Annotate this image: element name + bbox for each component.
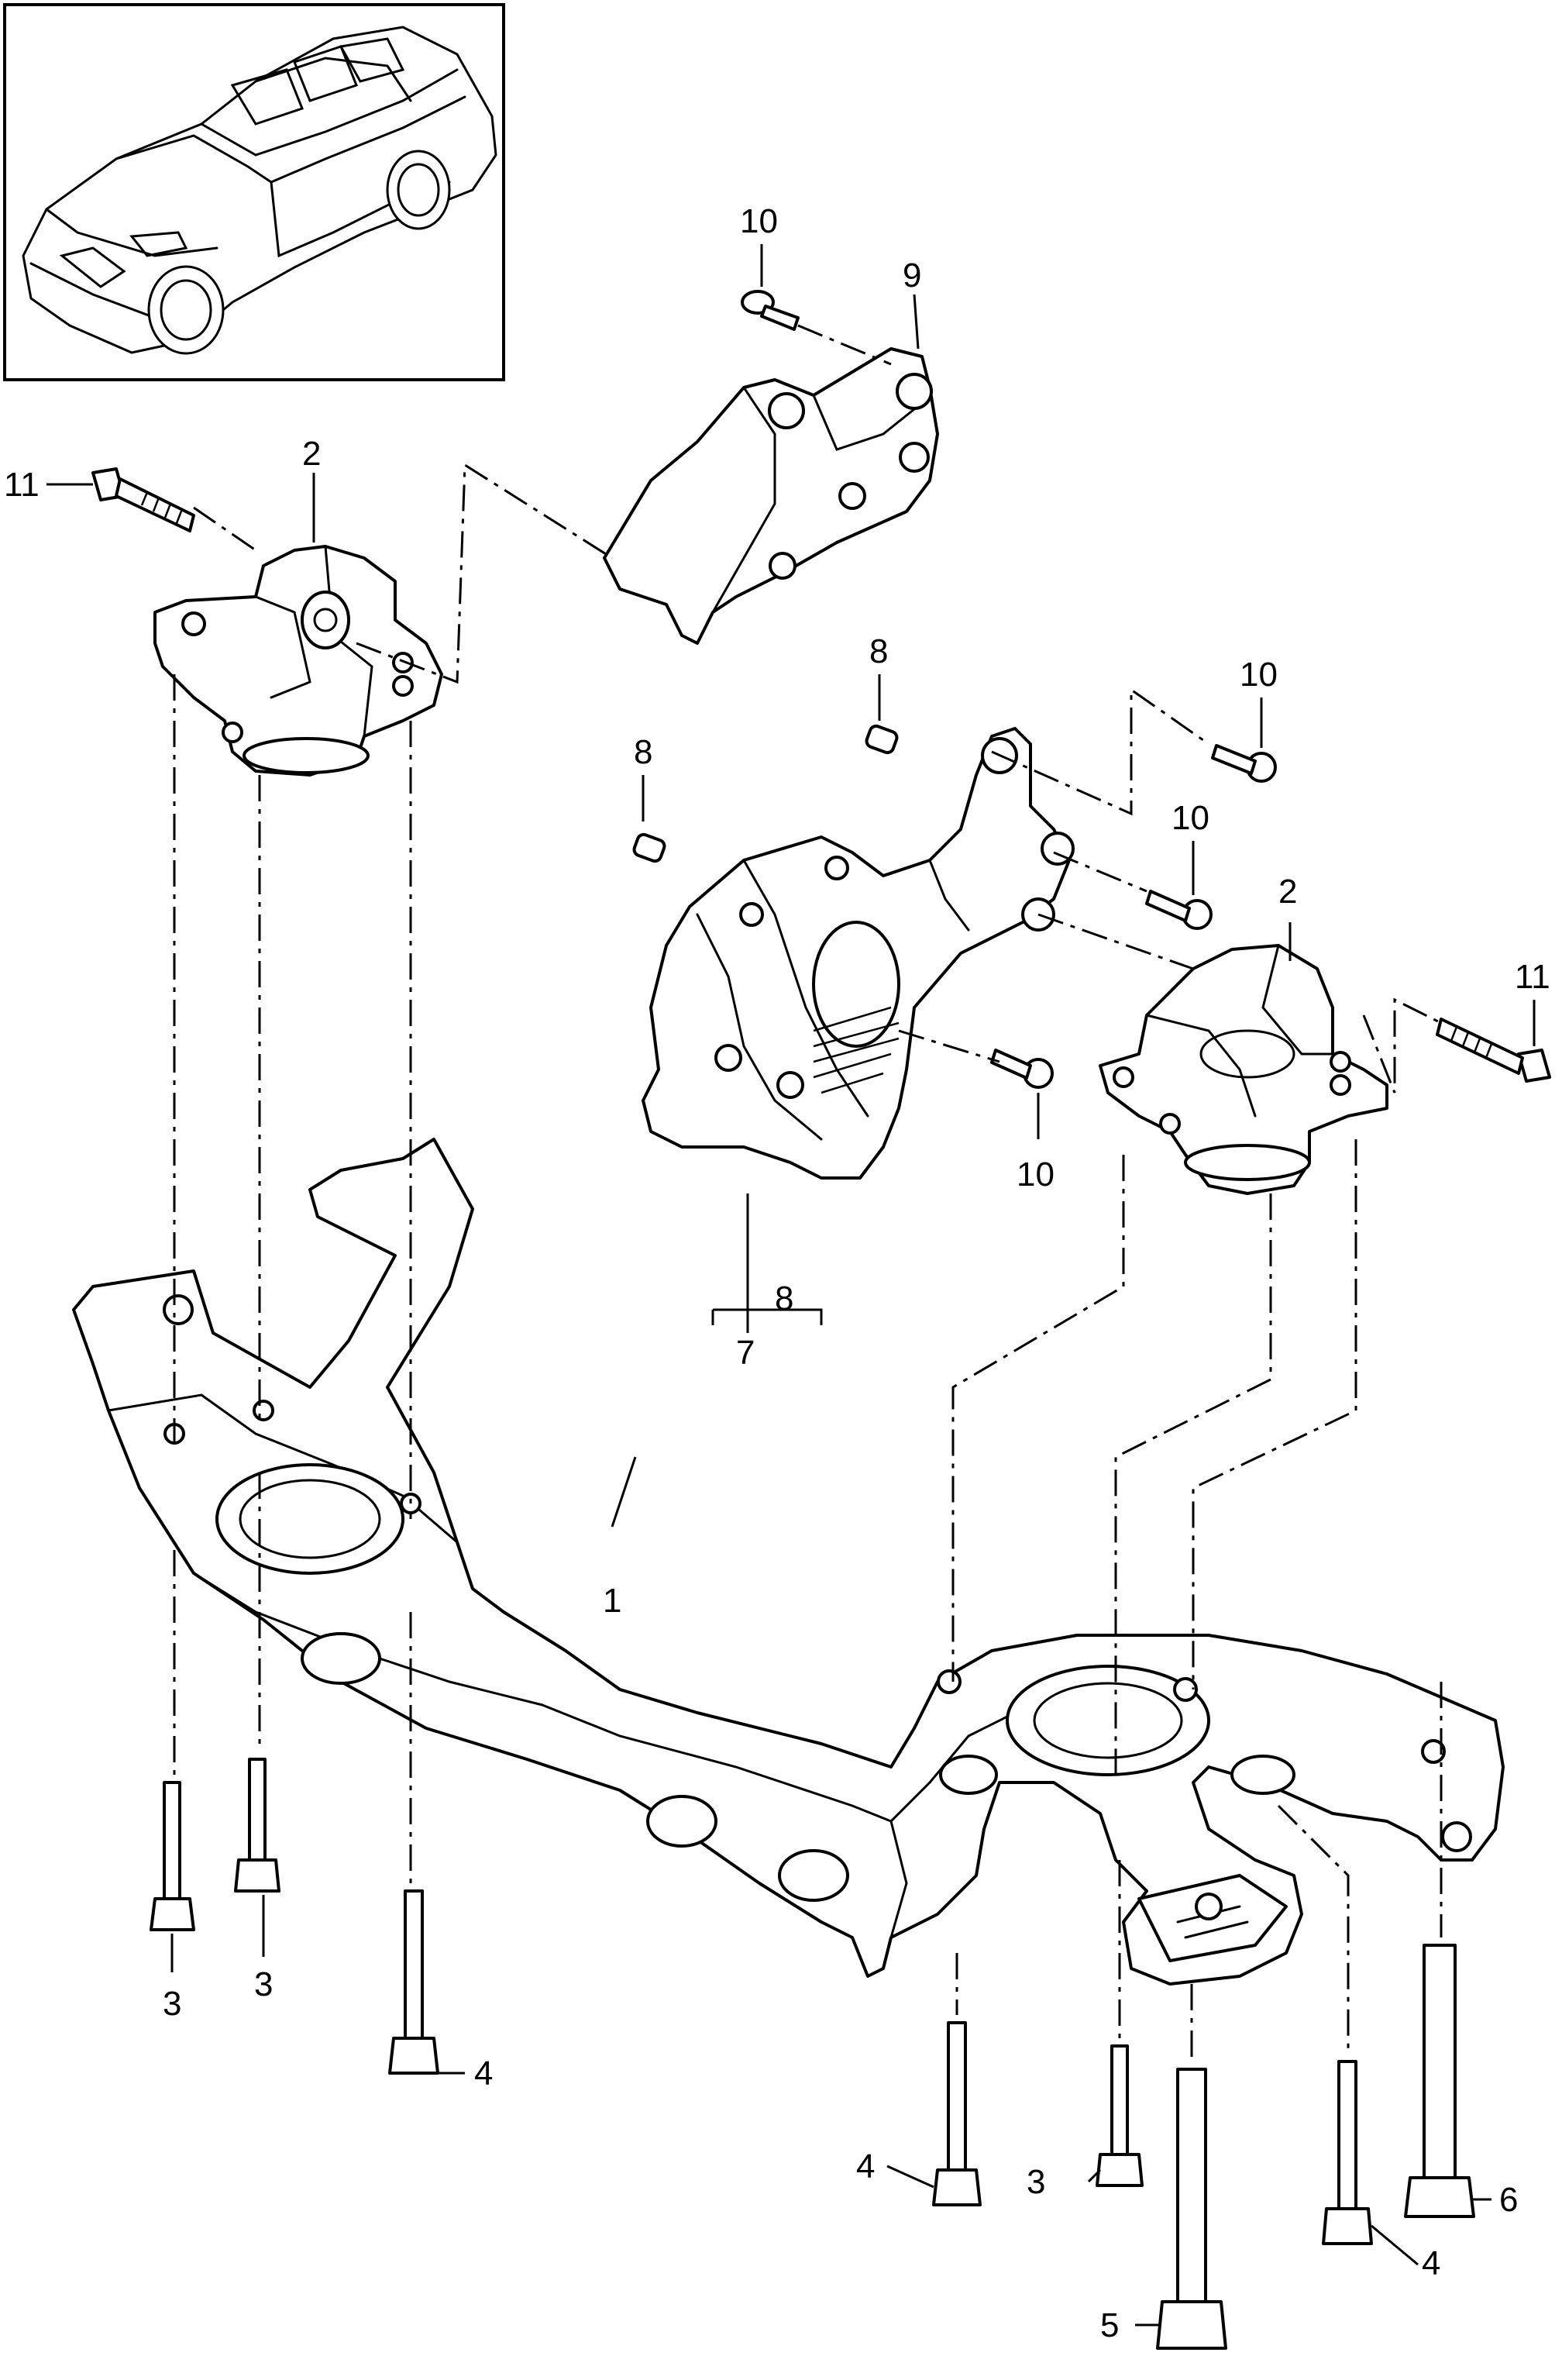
bolt-part-5 — [1156, 2068, 1227, 2350]
bolt-part-3-right — [1096, 2044, 1144, 2187]
engine-mount-right-part-2 — [1099, 944, 1388, 1195]
callout-11-left: 11 — [4, 466, 40, 504]
callout-11-right: 11 — [1515, 958, 1550, 996]
callout-10-right-upper: 10 — [1240, 656, 1278, 694]
callout-8-bracket: 8 — [775, 1280, 793, 1317]
callout-3-left: 3 — [163, 1985, 181, 2023]
sleeve-part-8-b — [865, 724, 899, 755]
bolt-part-11-right — [1436, 1018, 1551, 1083]
callout-4-left: 4 — [474, 2055, 493, 2092]
bolt-part-11-left — [91, 467, 195, 532]
bracket-part-9 — [603, 347, 939, 645]
engine-mount-left-part-2 — [153, 545, 443, 777]
bolt-part-10-mid-a — [1211, 744, 1277, 783]
callout-5: 5 — [1100, 2306, 1119, 2344]
bolt-part-4-center — [932, 2021, 982, 2206]
callout-2-right: 2 — [1278, 873, 1297, 911]
callout-4-center: 4 — [856, 2148, 875, 2185]
callout-leaders — [46, 244, 1536, 2327]
callout-3-mid: 3 — [254, 1965, 273, 2003]
bolt-part-3-mid — [234, 1758, 280, 1893]
bolt-part-4-left — [388, 1889, 439, 2075]
bolt-part-3-left — [150, 1781, 195, 1931]
assembly-lines — [173, 324, 1443, 2061]
callout-10-right-lower: 10 — [1172, 799, 1209, 837]
bolt-part-4-right — [1322, 2060, 1373, 2245]
sleeve-part-8-a — [632, 832, 666, 863]
bolt-part-10-top — [741, 290, 800, 331]
callout-labels: 1 2 2 3 3 3 4 4 4 5 6 7 8 8 8 9 10 10 10… — [4, 202, 1550, 2344]
callout-7: 7 — [736, 1334, 755, 1372]
callout-8-sleeve-right: 8 — [869, 632, 888, 670]
callout-6: 6 — [1499, 2181, 1518, 2219]
callout-2-left: 2 — [302, 435, 321, 473]
callout-9: 9 — [903, 257, 921, 294]
callout-1: 1 — [603, 1582, 621, 1620]
vehicle-thumbnail — [3, 3, 505, 381]
callout-3-right: 3 — [1027, 2163, 1045, 2201]
callout-10-bottom: 10 — [1017, 1156, 1055, 1193]
bolt-part-10-mid-b — [1145, 890, 1213, 930]
crossmember-part-1 — [72, 1138, 1505, 1986]
bracket-assembly-part-7 — [642, 727, 1075, 1180]
bolt-part-10-low — [990, 1049, 1054, 1089]
callout-10-top: 10 — [740, 202, 778, 240]
callout-4-right: 4 — [1422, 2244, 1440, 2282]
bolt-part-6 — [1404, 1944, 1475, 2218]
callout-8-sleeve-left: 8 — [634, 733, 652, 771]
